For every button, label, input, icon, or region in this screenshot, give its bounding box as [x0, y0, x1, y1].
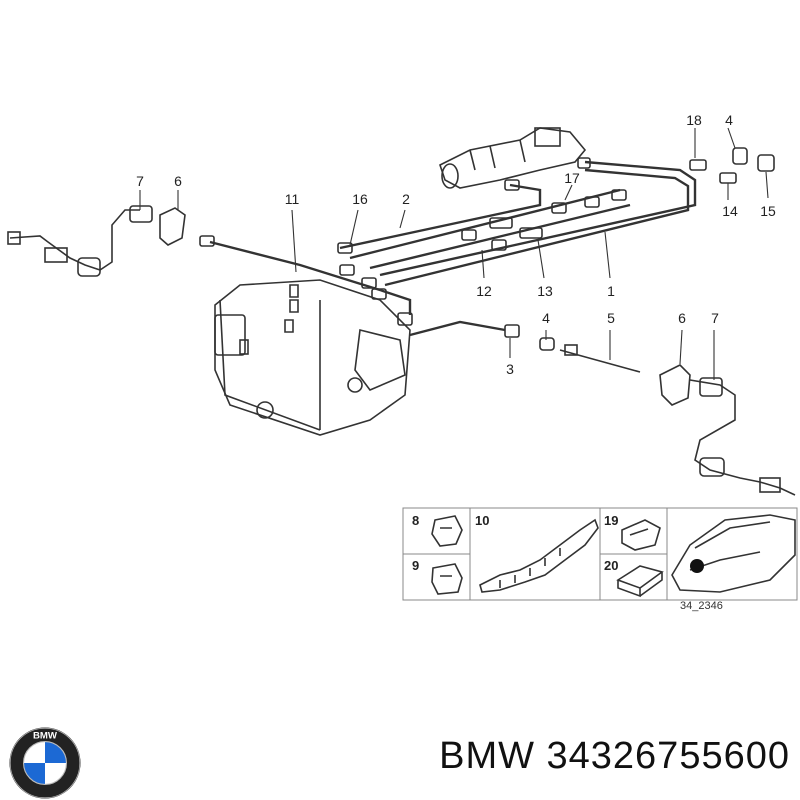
abs-hydraulic-unit [214, 279, 411, 436]
left-brake-hose [7, 205, 186, 277]
callout-11: 11 [285, 191, 300, 207]
master-cylinder [439, 127, 587, 189]
logo-lettering: BMW [33, 731, 58, 742]
pad-20 [616, 565, 664, 598]
clip-19 [621, 519, 661, 551]
callout-14: 14 [722, 203, 738, 219]
inset-label-20: 20 [604, 558, 618, 573]
callout-16: 16 [352, 191, 368, 207]
union-fittings-top [732, 147, 775, 172]
callout-5: 5 [607, 310, 615, 326]
callout-7-right: 7 [711, 310, 719, 326]
bmw-logo: BMW [9, 727, 81, 799]
callout-6-left: 6 [174, 173, 182, 189]
callout-17: 17 [564, 170, 580, 186]
callout-4-mid: 4 [542, 310, 550, 326]
line-fittings [199, 157, 737, 338]
clip-8 [431, 515, 463, 547]
clip-9 [431, 563, 463, 595]
callout-7-left: 7 [136, 173, 144, 189]
callout-4-top: 4 [725, 112, 733, 128]
callout-6-right: 6 [678, 310, 686, 326]
callout-3: 3 [506, 361, 514, 377]
callout-15: 15 [760, 203, 776, 219]
inset-label-9: 9 [412, 558, 419, 573]
car-locator [671, 514, 796, 593]
right-brake-hose [539, 337, 796, 496]
part-number-label: BMW 34326755600 [439, 735, 790, 777]
callout-2: 2 [402, 191, 410, 207]
inset-label-10: 10 [475, 513, 489, 528]
callout-numbers: 18 4 17 14 15 7 6 11 16 2 12 13 1 4 5 6 … [136, 112, 776, 377]
callout-18: 18 [686, 112, 702, 128]
callout-1: 1 [607, 283, 615, 299]
diagram-reference: 34_2346 [680, 600, 723, 612]
callout-13: 13 [537, 283, 553, 299]
inset-label-8: 8 [412, 513, 419, 528]
callout-12: 12 [476, 283, 492, 299]
bracket-10 [479, 518, 599, 593]
brake-lines [209, 160, 697, 337]
inset-panel: 8 9 10 19 20 34_2346 [402, 507, 798, 612]
leader-lines [139, 127, 769, 380]
inset-label-19: 19 [604, 513, 618, 528]
